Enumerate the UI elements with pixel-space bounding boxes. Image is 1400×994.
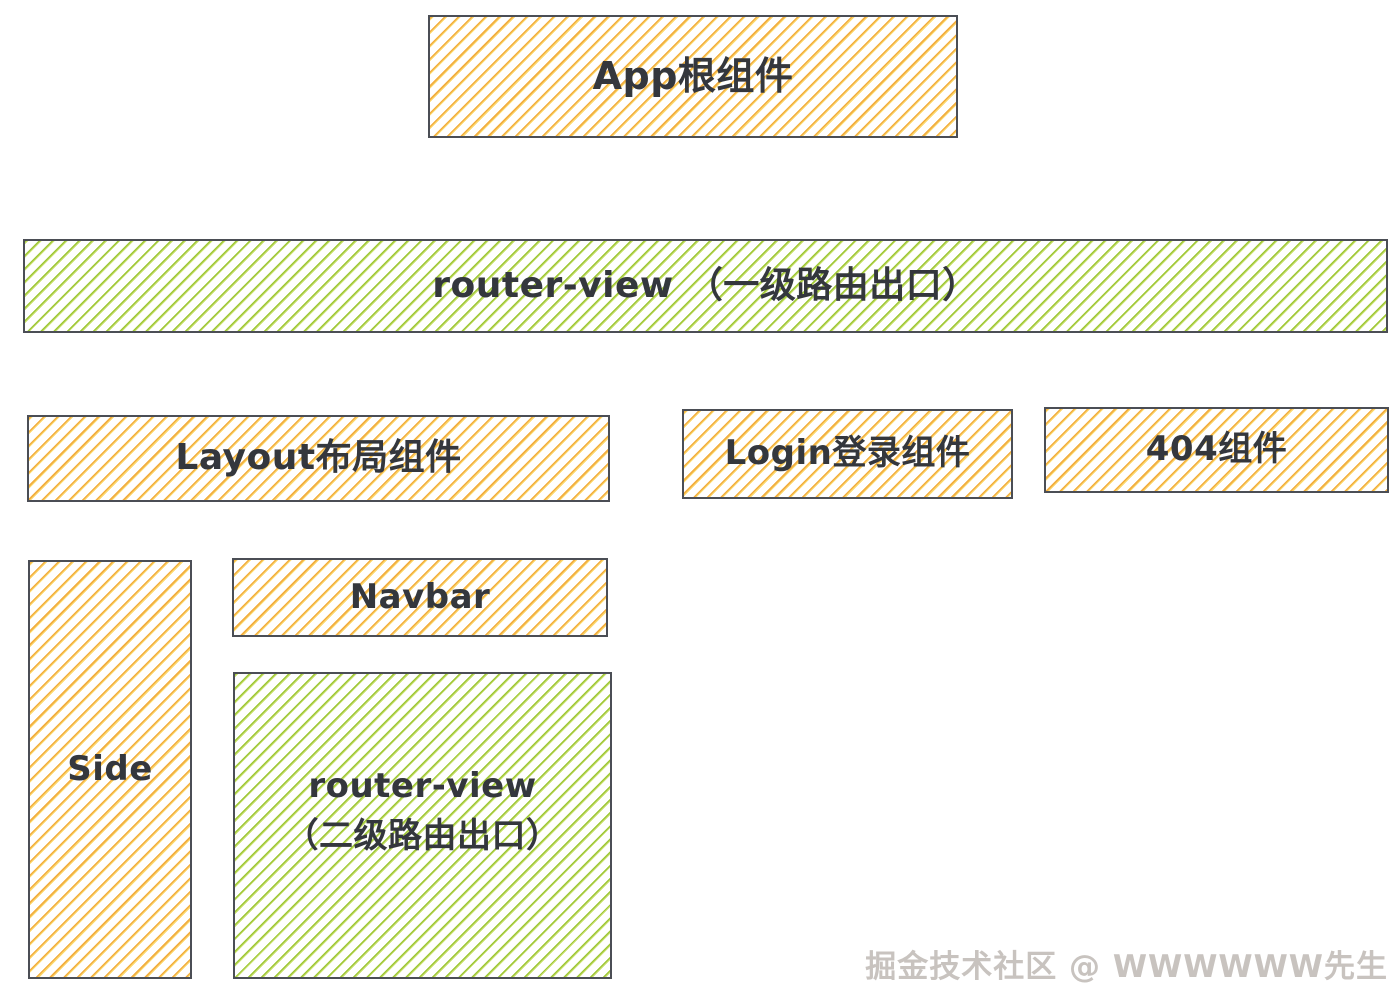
app-root-box: App根组件 [428, 15, 958, 138]
layout-box: Layout布局组件 [27, 415, 610, 502]
not-found-box: 404组件 [1044, 407, 1389, 493]
router-view-level2-label-line2: （二级路由出口） [284, 815, 561, 856]
side-box: Side [28, 560, 192, 979]
not-found-label: 404组件 [1145, 429, 1288, 470]
router-view-level2-label-line1: router-view [308, 766, 537, 807]
side-label: Side [67, 748, 153, 789]
login-label: Login登录组件 [724, 433, 971, 474]
router-view-level1-label: router-view （一级路由出口） [432, 264, 979, 306]
app-root-label: App根组件 [592, 53, 794, 98]
router-view-level2-label: router-view （二级路由出口） [279, 762, 567, 861]
router-view-level1-box: router-view （一级路由出口） [23, 239, 1388, 333]
navbar-box: Navbar [232, 558, 608, 637]
watermark: 掘金技术社区 @ WWWWWW先生 [865, 949, 1388, 985]
router-view-level2-box: router-view （二级路由出口） [233, 672, 612, 979]
navbar-label: Navbar [349, 576, 491, 617]
login-box: Login登录组件 [682, 409, 1013, 499]
layout-label: Layout布局组件 [175, 437, 462, 479]
